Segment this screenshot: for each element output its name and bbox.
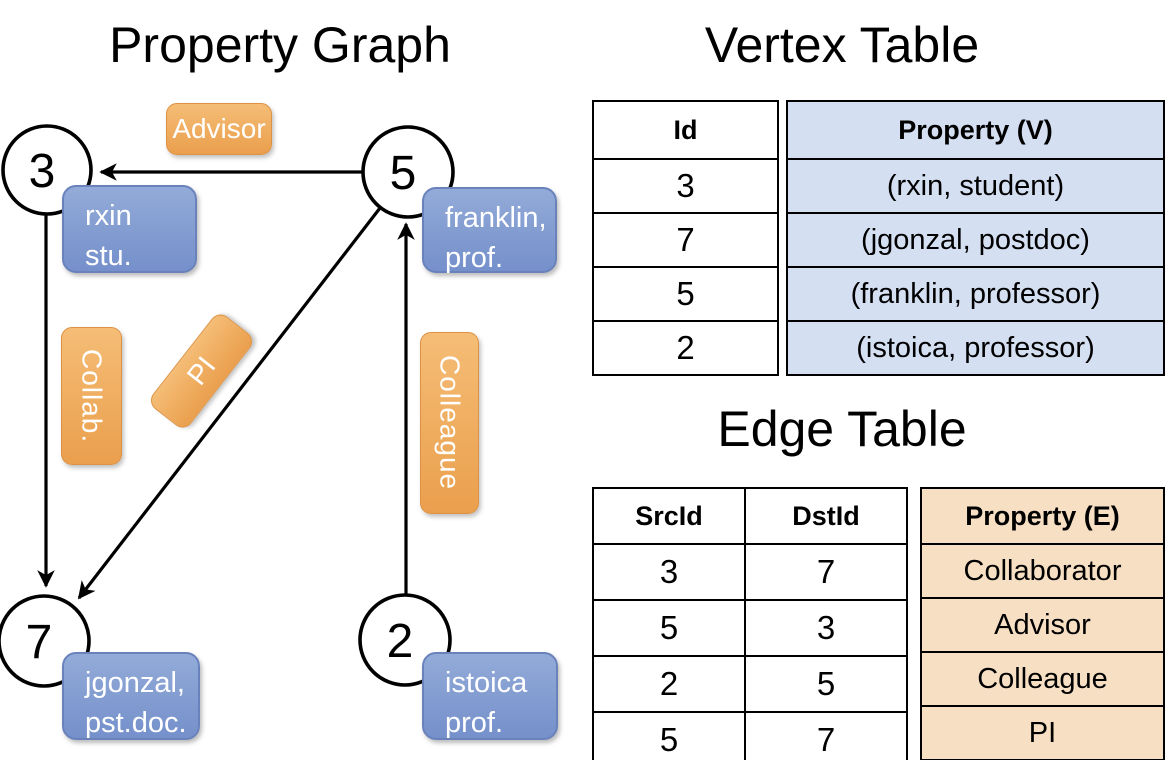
table-header-cell: Property (E) xyxy=(965,500,1120,531)
table-cell: 7 xyxy=(594,212,777,266)
table-row: 3 7 xyxy=(594,543,906,599)
table-cell: (rxin, student) xyxy=(788,158,1163,212)
edge-table-id-columns: SrcId DstId 3 7 5 3 2 5 5 7 xyxy=(592,487,908,760)
vertex-property-box-7: jgonzal, pst.doc. xyxy=(62,652,200,740)
table-cell: PI xyxy=(922,705,1163,759)
table-cell: 7 xyxy=(744,545,906,599)
vertex-number-3: 3 xyxy=(29,145,56,198)
table-header-cell: DstId xyxy=(744,489,906,543)
table-cell: 5 xyxy=(659,721,679,758)
table-cell: 7 xyxy=(744,713,906,760)
vertex-property-line: jgonzal, xyxy=(85,667,185,699)
vertex-property-box-2: istoica prof. xyxy=(422,652,558,740)
vertex-table-property-column: Property (V) (rxin, student) (jgonzal, p… xyxy=(786,100,1165,376)
table-cell: Colleague xyxy=(922,651,1163,705)
graph-canvas: 3 5 7 2 xyxy=(0,124,455,688)
vertex-property-line: istoica xyxy=(445,667,528,699)
edge-label-collab-text: Collab. xyxy=(76,348,108,444)
property-graph-title: Property Graph xyxy=(109,17,451,73)
vertex-property-line: prof. xyxy=(445,707,504,740)
table-header-cell: SrcId xyxy=(635,500,703,531)
table-row: 5 7 xyxy=(594,711,906,760)
edge-table-property-column: Property (E) Collaborator Advisor Collea… xyxy=(920,487,1165,760)
table-header-cell: Id xyxy=(673,114,698,145)
table-cell: 2 xyxy=(659,665,679,702)
edge-table-title: Edge Table xyxy=(717,401,967,457)
edge-label-collab: Collab. xyxy=(61,327,122,465)
table-cell: 3 xyxy=(594,158,777,212)
table-cell: 5 xyxy=(594,266,777,320)
edge-label-colleague: Colleague xyxy=(420,332,479,514)
vertex-number-2: 2 xyxy=(387,615,414,668)
table-cell: 2 xyxy=(594,320,777,374)
table-row: 2 5 xyxy=(594,655,906,711)
table-cell: 3 xyxy=(659,553,679,590)
edge-label-advisor: Advisor xyxy=(166,103,272,155)
vertex-number-7: 7 xyxy=(26,616,53,669)
table-row: 5 3 xyxy=(594,599,906,655)
edge-pi-5-to-7 xyxy=(77,207,382,600)
vertex-property-line: rxin xyxy=(85,200,132,232)
vertex-number-5: 5 xyxy=(390,147,417,200)
edge-label-pi-text: PI xyxy=(180,350,222,391)
vertex-property-box-5: franklin, prof. xyxy=(422,187,557,274)
table-row: SrcId DstId xyxy=(594,489,906,543)
vertex-table-id-column: Id 3 7 5 2 xyxy=(592,100,779,376)
vertex-property-box-3: rxin stu. xyxy=(62,185,197,273)
edge-label-colleague-text: Colleague xyxy=(434,355,466,491)
table-cell: (jgonzal, postdoc) xyxy=(788,212,1163,266)
vertex-property-line: stu. xyxy=(85,240,132,273)
vertex-property-line: pst.doc. xyxy=(85,707,187,740)
table-cell: 5 xyxy=(744,657,906,711)
table-cell: 5 xyxy=(659,609,679,646)
edge-label-advisor-text: Advisor xyxy=(172,113,266,144)
table-cell: (franklin, professor) xyxy=(788,266,1163,320)
vertex-property-line: franklin, xyxy=(445,202,547,234)
table-cell: (istoica, professor) xyxy=(788,320,1163,374)
table-header-cell: Property (V) xyxy=(898,114,1053,145)
table-cell: Advisor xyxy=(922,597,1163,651)
vertex-table-title: Vertex Table xyxy=(704,17,980,73)
table-cell: Collaborator xyxy=(922,543,1163,597)
vertex-property-line: prof. xyxy=(445,242,504,275)
table-cell: 3 xyxy=(744,601,906,655)
